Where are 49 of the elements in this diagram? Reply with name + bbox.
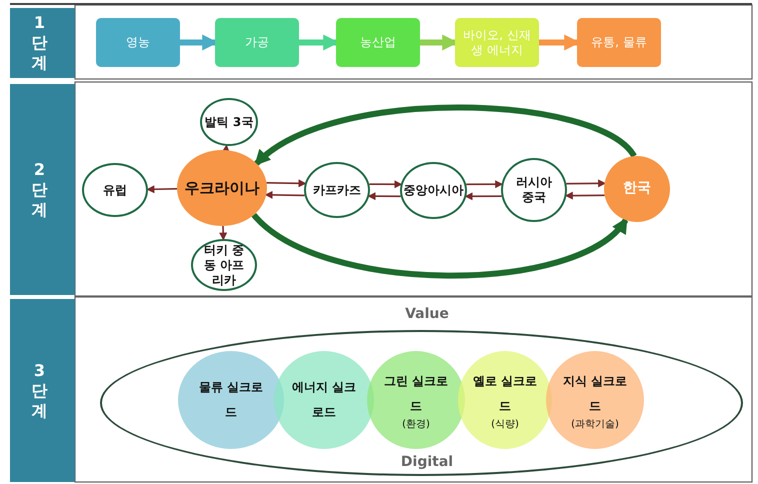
stage-band: [10, 84, 75, 295]
arrow: [222, 144, 230, 153]
node-label: 한국: [623, 180, 651, 198]
process-box: [577, 18, 661, 67]
sub-label: (식량): [491, 418, 519, 432]
node-label: 발틱 3국: [204, 114, 254, 130]
arrow: [266, 179, 307, 188]
region-circle: [177, 150, 267, 226]
process-box: [336, 18, 420, 67]
node-label: 물류 실크로드: [198, 378, 264, 421]
node-label: 터키 중동 아프리카: [202, 242, 246, 288]
arrow: [464, 192, 502, 200]
arrow: [264, 190, 305, 199]
stage-band: [10, 299, 75, 482]
node-label: 가공: [245, 35, 269, 50]
node-label: 우크라이나: [184, 178, 260, 198]
node-label: 카프카즈: [313, 182, 361, 198]
node-label: 농산업: [360, 35, 396, 50]
node-label: 지식 실크로드: [562, 372, 628, 415]
arrow: [564, 192, 605, 200]
arrow: [368, 192, 401, 200]
oval-label: Digital: [400, 454, 454, 470]
node-label: 그린 실크로드: [382, 372, 450, 415]
node-label: 유통, 물류: [591, 35, 647, 50]
node-label: 옐로 실크로드: [472, 372, 538, 415]
arrow: [254, 104, 636, 166]
process-box: [96, 18, 180, 67]
oval-frame: [100, 330, 743, 476]
sub-label: (환경): [402, 418, 430, 432]
node-label: 유럽: [103, 182, 127, 198]
node-label: 에너지 실크로드: [290, 378, 358, 421]
node-label: 3 단계: [30, 360, 54, 420]
node-label: 바이오, 신재생 에너지: [462, 28, 532, 58]
arrow: [146, 185, 178, 194]
process-box: [215, 18, 299, 67]
sub-label: (과학기술): [571, 418, 619, 432]
arrow: [219, 226, 228, 241]
node-label: 러시아 중국: [515, 175, 553, 205]
arrow: [369, 180, 402, 188]
node-label: 2 단계: [30, 160, 54, 220]
arrow: [252, 212, 628, 279]
oval-label: Value: [405, 306, 449, 322]
arrow: [466, 180, 504, 188]
node-label: 1 단계: [30, 13, 54, 73]
arrow: [566, 179, 606, 188]
process-box: [455, 18, 539, 67]
node-label: 영농: [126, 35, 150, 50]
node-label: 중앙아시아: [404, 183, 464, 198]
stage-band: [10, 8, 75, 78]
